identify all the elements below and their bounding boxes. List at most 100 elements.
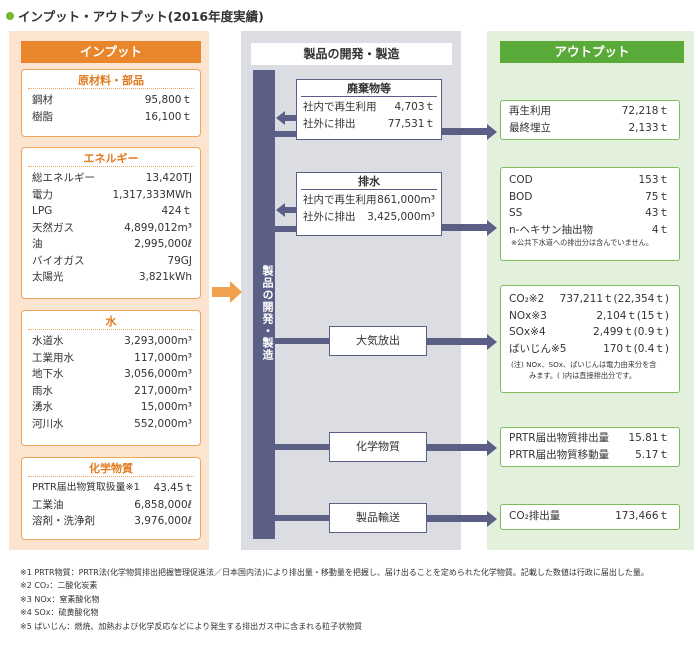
air-release-box: 大気放出 <box>329 326 427 356</box>
row-value: 861,000m³ <box>377 194 435 206</box>
row-value: 15.81ｔ <box>628 432 669 444</box>
row-value: 217,000m³ <box>134 384 192 397</box>
row-value: 2,499ｔ(0.9ｔ) <box>593 326 669 338</box>
row-label: n-ヘキサン抽出物 <box>509 223 593 236</box>
air-note-line1: (注) NOx、SOx、ばいじんは電力由来分を含 <box>511 360 657 369</box>
process-spine <box>253 70 275 539</box>
row-label: 天然ガス <box>32 221 74 234</box>
energy-row: 総エネルギー 13,420TJ <box>22 170 200 187</box>
air-connector <box>275 338 330 344</box>
transport-output-arrow-shaft <box>427 515 488 522</box>
waste-row: 社外に排出 77,531ｔ <box>297 116 441 133</box>
row-value: 117,000m³ <box>134 351 192 364</box>
water-output-arrow-icon <box>487 220 497 236</box>
energy-row: LPG 424ｔ <box>22 203 200 220</box>
bullet-icon <box>6 12 14 20</box>
row-value: 6,858,000ℓ <box>134 498 192 511</box>
row-value: 3,293,000m³ <box>124 335 192 347</box>
output-air-row: SOx※4 2,499ｔ(0.9ｔ) <box>501 324 679 341</box>
transport-connector <box>275 515 330 521</box>
row-value: 1,317,333MWh <box>112 188 192 201</box>
waste-output-arrow-shaft <box>442 128 488 135</box>
row-label: SOx※4 <box>509 326 546 338</box>
row-value: 4ｔ <box>651 223 669 236</box>
output-banner: アウトプット <box>500 41 684 63</box>
water-row: 雨水 217,000m³ <box>22 383 200 400</box>
row-value: 43.45ｔ <box>153 482 194 494</box>
row-label: 社内で再生利用 <box>303 101 377 113</box>
row-label: SS <box>509 207 523 219</box>
row-label: 社外に排出 <box>303 117 356 130</box>
row-value: 4,703ｔ <box>394 101 435 113</box>
row-value: 424ｔ <box>161 205 192 217</box>
row-value: 2,104ｔ(15ｔ) <box>596 309 669 322</box>
row-label: 樹脂 <box>32 110 53 123</box>
row-label: 社内で再生利用 <box>303 194 377 206</box>
row-label: 河川水 <box>32 417 64 430</box>
row-value: 72,218ｔ <box>621 105 669 117</box>
row-label: PRTR届出物質移動量 <box>509 448 610 461</box>
chemical-box: 化学物質 <box>329 432 427 462</box>
row-label: BOD <box>509 190 533 203</box>
waste-output-arrow-icon <box>487 124 497 140</box>
water-row: 水道水 3,293,000m³ <box>22 333 200 350</box>
footnote: ※1 PRTR物質：PRTR法(化学物質排出把握管理促進法／日本国内法)により排… <box>20 568 649 577</box>
row-label: 水道水 <box>32 335 64 347</box>
waste-reuse-arrow-icon <box>276 111 285 125</box>
row-label: 雨水 <box>32 384 53 397</box>
chem-connector <box>275 444 330 450</box>
transport-box: 製品輸送 <box>329 503 427 533</box>
row-label: 総エネルギー <box>32 172 95 184</box>
process-banner: 製品の開発・製造 <box>251 43 452 65</box>
row-value: 95,800ｔ <box>144 94 192 106</box>
row-label: LPG <box>32 205 53 217</box>
row-label: 再生利用 <box>509 105 551 117</box>
row-value: 13,420TJ <box>145 172 192 184</box>
chemicals-heading: 化学物質 <box>28 460 194 477</box>
row-value: 5.17ｔ <box>635 448 669 461</box>
row-value: 3,976,000ℓ <box>134 515 192 527</box>
row-label: 太陽光 <box>32 271 64 283</box>
row-value: 2,133ｔ <box>628 121 669 134</box>
output-air-row: NOx※3 2,104ｔ(15ｔ) <box>501 308 679 325</box>
chem-output-arrow-icon <box>487 440 497 456</box>
row-value: 77,531ｔ <box>387 117 435 130</box>
water-output-arrow-shaft <box>442 224 488 231</box>
energy-row: 太陽光 3,821kWh <box>22 269 200 286</box>
footnote: ※2 CO₂：二酸化炭素 <box>20 581 98 591</box>
row-value: 552,000m³ <box>134 417 192 430</box>
title-text: インプット・アウトプット(2016年度実績) <box>18 9 264 24</box>
row-label: 湧水 <box>32 401 53 413</box>
row-value: 4,899,012m³ <box>124 221 192 234</box>
row-value: 3,821kWh <box>138 271 192 283</box>
row-label: 社外に排出 <box>303 210 356 223</box>
process-waste-box: 廃棄物等 社内で再生利用 4,703ｔ 社外に排出 77,531ｔ <box>296 79 442 140</box>
input-arrow-icon <box>230 281 242 303</box>
footnote: ※5 ばいじん：燃焼、加熱および化学反応などにより発生する排出ガス中に含まれる粒… <box>20 621 363 631</box>
footnote: ※3 NOx：窒素酸化物 <box>20 594 100 604</box>
row-label: 油 <box>32 238 43 250</box>
footnotes: ※1 PRTR物質：PRTR法(化学物質排出把握管理促進法／日本国内法)により排… <box>20 566 690 633</box>
water-heading: 水 <box>28 313 194 330</box>
waste-heading: 廃棄物等 <box>301 80 437 97</box>
row-label: NOx※3 <box>509 309 547 322</box>
row-label: CO₂排出量 <box>509 510 561 522</box>
